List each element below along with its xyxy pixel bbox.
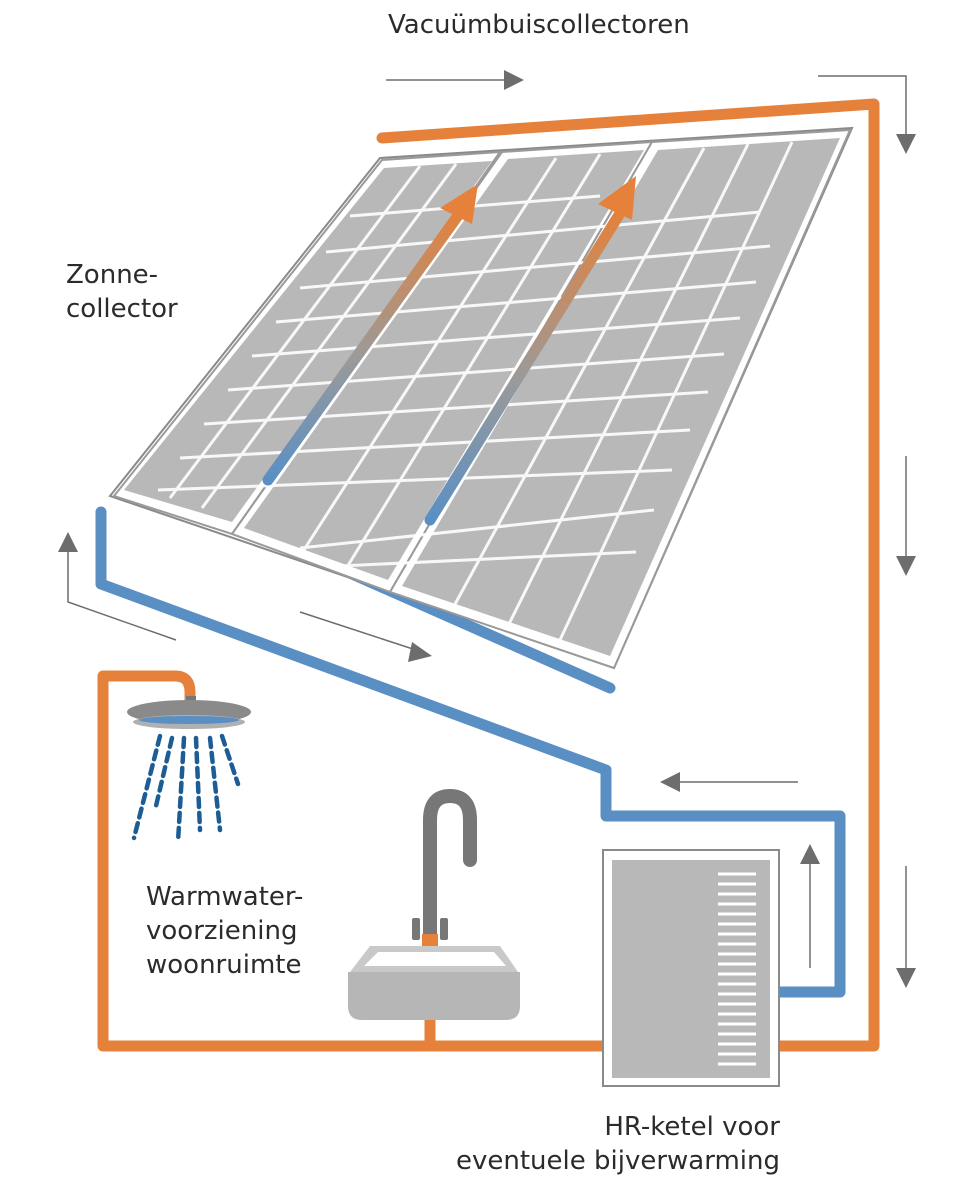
tube-grid	[157, 141, 794, 641]
label-hot-water-line-1: Warmwater-	[146, 882, 304, 912]
arrow-up-boiler	[800, 844, 820, 968]
label-hr-boiler-line-1: HR-ketel voor	[604, 1112, 780, 1142]
shower-water-drops	[131, 733, 241, 845]
arrow-down-middle-right	[896, 456, 916, 576]
label-hot-water-line-3: woonruimte	[146, 950, 302, 980]
arrow-up-left	[58, 532, 177, 641]
faucet-icon	[412, 788, 477, 948]
solar-collector	[108, 126, 854, 670]
label-hr-boiler: HR-ketel voor eventuele bijverwarming	[456, 1110, 780, 1178]
arrow-diagonal-down	[299, 611, 432, 662]
label-solar-collector: Zonne- collector	[66, 258, 178, 326]
shower-head-icon	[127, 696, 251, 729]
boiler-vents	[718, 872, 756, 1066]
arrow-right-top	[386, 70, 524, 90]
arrow-down-top-right	[818, 75, 916, 154]
label-solar-collector-line-1: Zonne-	[66, 260, 159, 290]
label-hr-boiler-line-2: eventuele bijverwarming	[456, 1146, 780, 1176]
label-hot-water-line-2: voorziening	[146, 916, 298, 946]
arrow-left-boiler	[660, 772, 798, 792]
label-vacuum-tube-collectors: Vacuümbuiscollectoren	[388, 10, 690, 40]
label-hot-water-supply: Warmwater- voorziening woonruimte	[146, 880, 303, 982]
arrow-down-bottom-right	[896, 866, 916, 988]
heat-flow-arrows	[262, 176, 636, 526]
boiler-icon	[602, 849, 780, 1087]
sink-icon	[348, 946, 520, 1020]
label-solar-collector-line-2: collector	[66, 294, 178, 324]
flow-arrows	[58, 70, 916, 988]
